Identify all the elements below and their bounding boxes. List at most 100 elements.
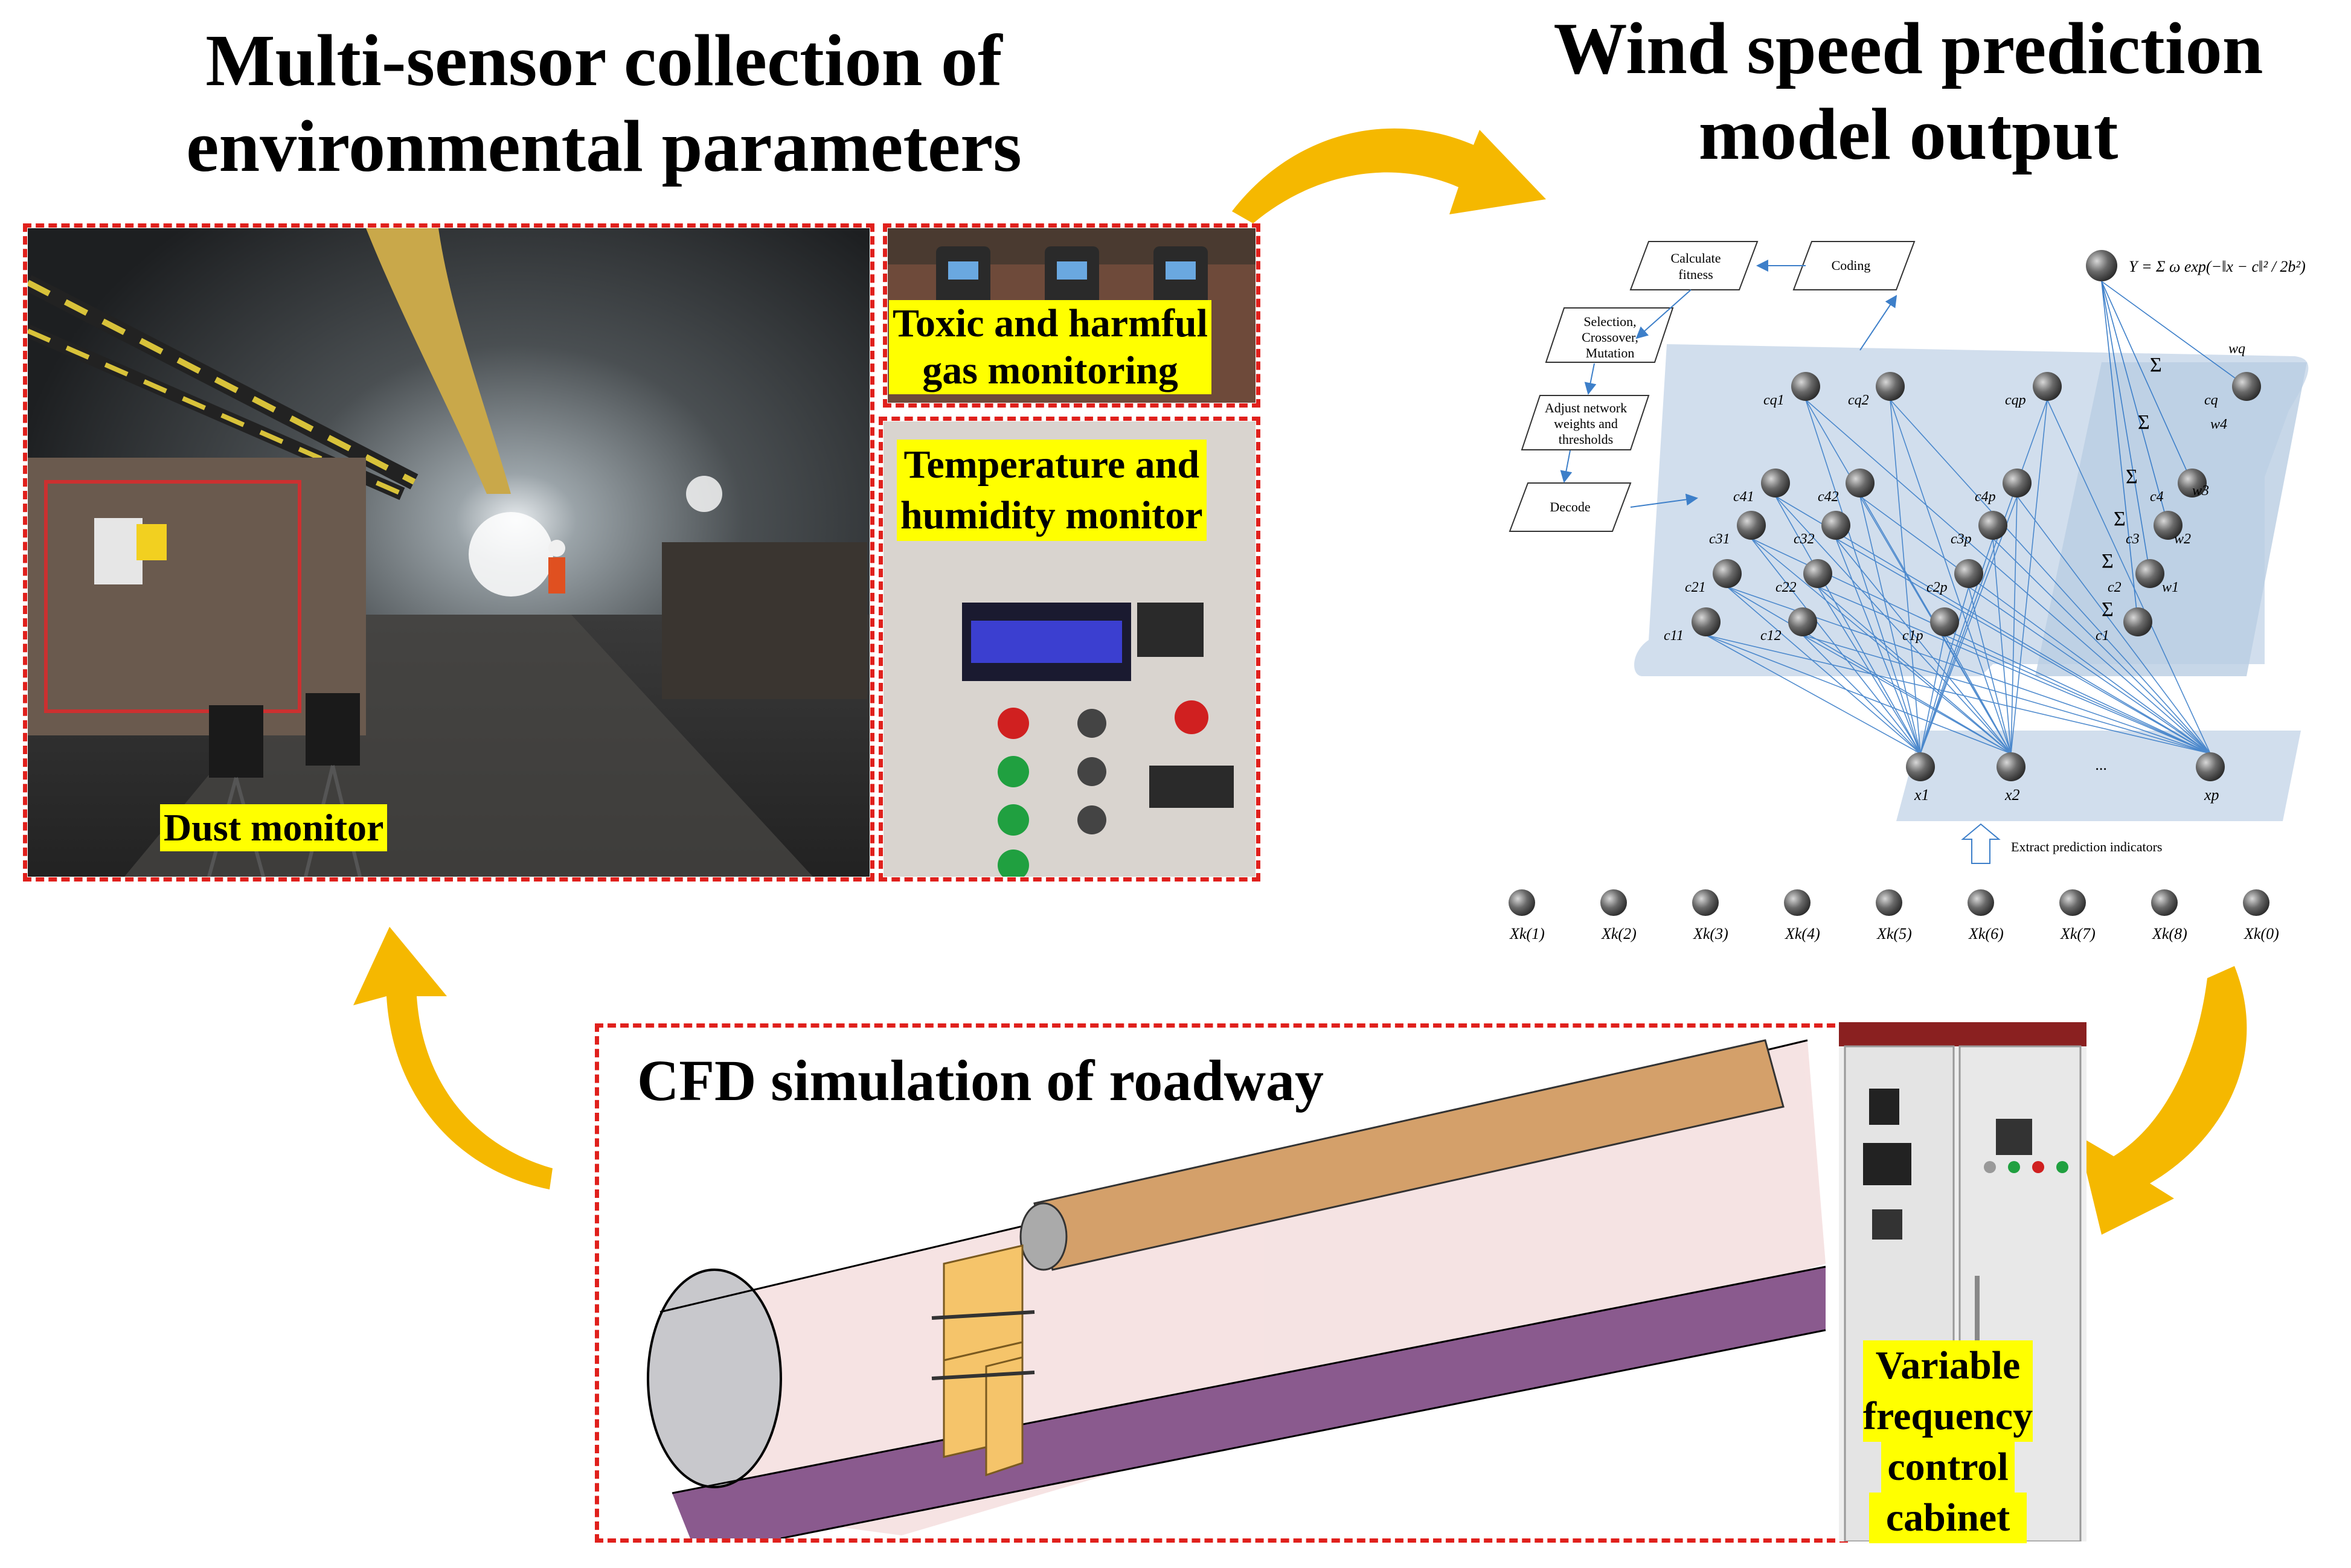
title-wind-speed: Wind speed prediction model output <box>1492 6 2325 178</box>
connection-line <box>1835 538 2012 754</box>
tunnel-end-cap <box>647 1269 782 1488</box>
connection-line <box>1859 496 2211 754</box>
connection-line <box>1802 635 1921 754</box>
hidden-node-label: c11 <box>1664 628 1684 644</box>
hidden-node-label: c21 <box>1685 580 1706 595</box>
weight-label: w1 <box>2162 580 2179 595</box>
title-wind-speed-line2: model output <box>1698 94 2118 175</box>
fc-adj-3: thresholds <box>1559 432 1613 447</box>
extract-label: Extract prediction indicators <box>2011 839 2162 854</box>
cfd-title: CFD simulation of roadway <box>637 1048 1324 1113</box>
hidden-node <box>2154 511 2183 540</box>
connection-line <box>1805 399 1921 754</box>
hidden-node <box>1821 511 1850 540</box>
input-node-label: x1 <box>1914 786 1929 804</box>
label-temp-humidity: Temperature and humidity monitor <box>897 440 1207 541</box>
hidden-node <box>1846 469 1875 498</box>
connection-line <box>1802 635 2211 754</box>
output-node-Y <box>2086 250 2117 281</box>
hidden-node <box>1876 372 1905 401</box>
title-multi-sensor: Multi-sensor collection of environmental… <box>91 18 1117 190</box>
hidden-node <box>1930 607 1959 636</box>
output-connection <box>2101 281 2151 574</box>
hidden-node <box>2003 469 2032 498</box>
output-connection <box>2101 281 2193 484</box>
input-node <box>1906 752 1935 781</box>
connection-line <box>1835 538 1921 754</box>
hidden-node-label: cq2 <box>1848 392 1869 408</box>
bottom-input-label: Xk(1) <box>1509 925 1545 942</box>
hidden-node-label: c42 <box>1818 489 1839 505</box>
hidden-node-label: c12 <box>1760 628 1782 644</box>
fc-decode: Decode <box>1550 499 1590 514</box>
fc-coding: Coding <box>1832 258 1871 273</box>
hidden-node-label: cq <box>2204 392 2218 408</box>
ga-flowchart <box>1509 241 1916 532</box>
output-connection <box>2101 281 2169 526</box>
label-temp-humidity-line2: humidity monitor <box>900 493 1203 537</box>
hidden-node-label: c4 <box>2150 489 2164 505</box>
connection-line <box>1992 538 2012 754</box>
bottom-input-node <box>2151 889 2178 916</box>
formula: Y = Σ ω exp(−‖x − c‖² / 2b²) <box>2129 258 2306 275</box>
sum-3: Σ <box>2126 466 2138 488</box>
hidden-node-label: c3 <box>2126 531 2140 547</box>
connection-line <box>1859 496 1921 754</box>
label-vfd-line3: control <box>1881 1442 2015 1493</box>
bottom-input-node <box>1692 889 1719 916</box>
connection-line <box>1705 635 2211 754</box>
tunnel-photo <box>28 228 870 877</box>
hidden-node <box>1788 607 1817 636</box>
tunnel-floor <box>672 1267 1826 1538</box>
tunnel-photo-frame <box>23 223 874 882</box>
weight-label: w3 <box>2192 483 2209 499</box>
bottom-input-label: Xk(8) <box>2152 925 2187 942</box>
hidden-node <box>2178 469 2207 498</box>
bottom-input-label: Xk(7) <box>2060 925 2096 942</box>
hidden-node <box>1791 372 1820 401</box>
extract-arrow <box>1961 823 2001 864</box>
hidden-node-label: c3p <box>1951 531 1972 547</box>
hidden-node-label: c22 <box>1775 580 1797 595</box>
fc-sel-3: Mutation <box>1586 345 1635 360</box>
box-coding <box>1792 241 1916 290</box>
hidden-node-label: c2 <box>2108 580 2122 595</box>
bottom-input-label: Xk(4) <box>1785 925 1820 942</box>
fc-adj-1: Adjust network <box>1545 400 1627 415</box>
sum-2: Σ <box>2138 411 2150 434</box>
connection-line <box>1890 399 2211 754</box>
hidden-node-label: c4p <box>1975 489 1996 505</box>
label-toxic-gas-line1: Toxic and harmful <box>893 301 1208 345</box>
bottom-input-label: Xk(5) <box>1876 925 1912 942</box>
bottom-input-node <box>2243 889 2269 916</box>
bottom-input-node <box>2059 889 2086 916</box>
hidden-node-label: c32 <box>1794 531 1815 547</box>
hidden-node <box>1978 511 2007 540</box>
sum-5: Σ <box>2102 550 2114 572</box>
label-vfd-line1: Variable <box>1863 1340 2033 1391</box>
sum-6: Σ <box>2102 598 2114 621</box>
connection-line <box>1890 399 1921 754</box>
output-connection <box>2101 281 2247 387</box>
weight-label: wq <box>2228 341 2245 357</box>
label-toxic-gas: Toxic and harmful gas monitoring <box>889 300 1212 394</box>
hidden-node-label: c2p <box>1926 580 1948 595</box>
arrow-top-shaft <box>1232 128 1546 223</box>
label-dust-monitor: Dust monitor <box>160 804 388 851</box>
cfd-tunnel-model <box>647 1039 1826 1538</box>
bottom-input-node <box>1968 889 1994 916</box>
label-vfd-line4: cabinet <box>1869 1493 2027 1543</box>
hidden-node-label: cq1 <box>1763 392 1785 408</box>
title-multi-sensor-line1: Multi-sensor collection of <box>205 20 1002 101</box>
connection-line <box>1817 586 2012 754</box>
weight-label: w4 <box>2210 417 2227 432</box>
hidden-node-label: c1 <box>2096 628 2109 644</box>
connection-line <box>2010 399 2048 754</box>
connection-line <box>1775 496 1921 754</box>
sum-4: Σ <box>2114 508 2126 530</box>
input-node-label: x2 <box>2004 786 2020 804</box>
bottom-input-node <box>1600 889 1627 916</box>
fc-adj-2: weights and <box>1554 416 1618 431</box>
bottom-input-node <box>1509 889 1535 916</box>
